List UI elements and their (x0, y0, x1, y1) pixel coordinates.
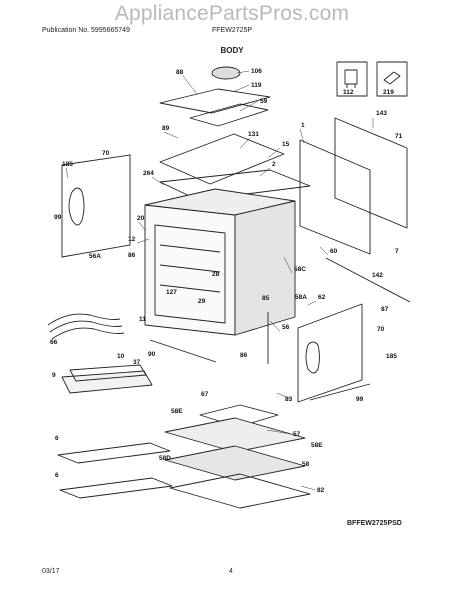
callout-185-right: 185 (386, 353, 397, 360)
part-59-shield (189, 103, 269, 127)
callout-87: 87 (381, 306, 389, 313)
callout-56A: 56A (89, 253, 101, 260)
part-112-icon (344, 69, 358, 88)
callout-112: 112 (343, 89, 354, 96)
part-58d-plate (164, 445, 306, 481)
part-131-top-panel (159, 133, 285, 185)
callout-89: 89 (162, 125, 170, 132)
part-6-oven-rack-lower (59, 477, 173, 499)
part-box-112 (336, 61, 368, 97)
part-6-oven-rack-upper (57, 442, 171, 464)
callout-labels: 88 106 119 59 112 219 143 1 71 89 131 15… (50, 68, 403, 494)
part-2-oven-top (159, 169, 311, 201)
callout-6-lower: 6 (55, 472, 59, 479)
oven-cavity-opening (154, 224, 226, 324)
callout-58D: 58D (159, 455, 171, 462)
callout-29: 29 (198, 298, 206, 305)
callout-59: 59 (260, 98, 268, 105)
callout-2: 2 (272, 161, 276, 168)
footer-date: 03/17 (42, 568, 60, 575)
callout-9: 9 (52, 372, 56, 379)
part-70-right-window (305, 341, 320, 374)
callout-58: 58 (302, 461, 310, 468)
callout-57: 57 (293, 431, 301, 438)
part-70-right-side-panel (297, 303, 363, 403)
callout-88: 88 (176, 69, 184, 76)
callout-99: 99 (54, 214, 62, 221)
part-9-broil-pan (61, 370, 153, 394)
callout-70: 70 (102, 150, 110, 157)
part-70-window (68, 187, 85, 226)
callout-66: 66 (50, 339, 58, 346)
callout-264: 264 (143, 170, 154, 177)
callout-1: 1 (301, 122, 305, 129)
oven-cavity-side (234, 200, 296, 336)
callout-58E-upper: 58E (171, 408, 183, 415)
callout-131: 131 (248, 131, 259, 138)
callout-142: 142 (372, 272, 383, 279)
callout-127: 127 (166, 289, 177, 296)
leader-lines (65, 70, 374, 491)
callout-7: 7 (395, 248, 399, 255)
callout-10: 10 (117, 353, 125, 360)
part-71-back-panel (334, 117, 408, 229)
part-88-duct (159, 88, 271, 114)
model-number: FFEW2725P (212, 27, 253, 34)
callout-58E-lower: 58E (311, 442, 323, 449)
section-title: BODY (220, 46, 244, 55)
callout-56: 56 (282, 324, 290, 331)
callout-28: 28 (212, 271, 220, 278)
callout-82: 82 (317, 487, 325, 494)
callout-62: 62 (318, 294, 326, 301)
part-box-219 (376, 61, 408, 97)
part-87-trim (325, 257, 411, 303)
callout-119: 119 (251, 82, 262, 89)
callout-185: 185 (62, 161, 73, 168)
callout-15: 15 (282, 141, 290, 148)
callout-86: 86 (128, 252, 136, 259)
part-10-broil-pan-insert (69, 364, 147, 382)
callout-60: 60 (330, 248, 338, 255)
callout-58C: 58C (294, 266, 306, 273)
part-82-oven-bottom (169, 473, 311, 509)
callout-37: 37 (133, 359, 141, 366)
callout-67: 67 (201, 391, 209, 398)
part-58e-plate (164, 417, 306, 453)
publication-number: Publication No. 5995665749 (42, 27, 130, 34)
page-number: 4 (229, 568, 233, 575)
callout-85: 85 (262, 295, 270, 302)
oven-racks-inside (159, 244, 221, 293)
part-1-rear-panel (299, 139, 371, 255)
part-99-lower-trim (309, 383, 371, 401)
callout-11: 11 (139, 316, 146, 323)
callout-71: 71 (395, 133, 403, 140)
callout-99-right: 99 (356, 396, 364, 403)
callout-143: 143 (376, 110, 387, 117)
diagram-code: BFFEW2725PSD (347, 520, 402, 527)
callout-90: 90 (148, 351, 156, 358)
part-106-fan (211, 66, 241, 80)
callout-70-right: 70 (377, 326, 385, 333)
part-90-trim (149, 339, 217, 363)
callout-20: 20 (137, 215, 145, 222)
callout-6-upper: 6 (55, 435, 59, 442)
callout-58A: 58A (295, 294, 307, 301)
callout-219: 219 (383, 89, 394, 96)
part-70-left-side-panel (61, 154, 131, 258)
callout-12: 12 (128, 236, 136, 243)
part-66-broil-element (47, 313, 125, 340)
callout-106: 106 (251, 68, 262, 75)
callout-83: 83 (285, 396, 293, 403)
part-219-icon (383, 71, 401, 85)
watermark-text: AppliancePartsPros.com (114, 2, 350, 25)
callout-86-lower: 86 (240, 352, 248, 359)
